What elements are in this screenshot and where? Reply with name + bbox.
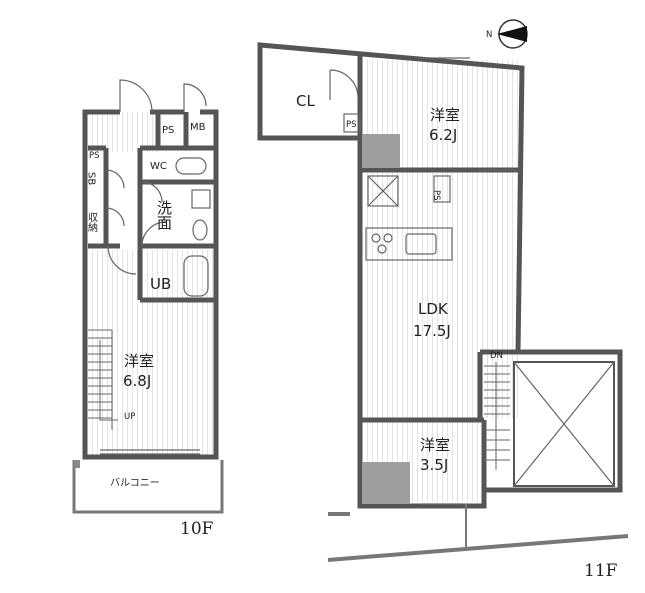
balcony-label: バルコニー bbox=[110, 477, 160, 489]
balcony-drain bbox=[74, 460, 80, 468]
western-room-10f-size: 6.8J bbox=[123, 372, 151, 390]
balcony-outline bbox=[72, 460, 224, 514]
western-room-a-name: 洋室 bbox=[430, 106, 460, 124]
closet-door-11f bbox=[329, 69, 359, 100]
storage-label: 収納 bbox=[86, 212, 98, 233]
western-room-10f-floor bbox=[88, 250, 214, 455]
floor-11f: CL PS 洋室 6.2J PS LDK 17.5J 洋室 3.5J DN 11… bbox=[257, 42, 629, 581]
ps-box-11f bbox=[433, 175, 451, 203]
pipe-shaft-block bbox=[362, 134, 400, 168]
ps-small-label-10f: PS bbox=[89, 151, 100, 161]
sb-label: SB bbox=[86, 172, 97, 185]
window-10f bbox=[100, 449, 200, 455]
room-door-10f bbox=[107, 245, 137, 275]
stove-burner-1 bbox=[371, 233, 381, 243]
inner-wall-wet bbox=[88, 145, 214, 249]
washroom-door bbox=[141, 221, 167, 247]
entrance-floor bbox=[88, 112, 160, 152]
washroom-label: 洗面 bbox=[155, 200, 173, 230]
wc-label: WC bbox=[150, 161, 167, 172]
street-edge bbox=[327, 534, 629, 562]
washbasin-fixture bbox=[191, 189, 211, 209]
ps-mb-wall bbox=[155, 112, 189, 148]
compass-north-label: N bbox=[486, 30, 492, 40]
bathtub-fixture bbox=[183, 255, 209, 297]
mb-label: MB bbox=[190, 122, 206, 133]
void-cross bbox=[513, 361, 615, 487]
entry-door-right bbox=[183, 83, 207, 112]
floor-label-11f: 11F bbox=[584, 561, 618, 581]
vent-cross bbox=[367, 175, 399, 207]
closet-label: CL bbox=[296, 92, 315, 110]
ps-label-10f: PS bbox=[162, 125, 174, 136]
wc-door bbox=[141, 181, 163, 203]
stove-burner-3 bbox=[377, 244, 387, 254]
vent-box bbox=[367, 175, 399, 207]
toilet-fixture bbox=[175, 157, 207, 175]
void-area bbox=[513, 361, 615, 487]
kitchen-sink bbox=[405, 233, 437, 255]
western-room-10f-name: 洋室 bbox=[124, 352, 154, 370]
ldk-floor bbox=[366, 172, 518, 418]
column-block bbox=[362, 462, 410, 504]
dn-label: DN bbox=[490, 351, 503, 361]
floor-label-10f: 10F bbox=[180, 519, 214, 539]
western-room-b-name: 洋室 bbox=[420, 436, 450, 454]
ps-label-11f: PS bbox=[431, 190, 441, 201]
compass: N bbox=[486, 19, 528, 49]
ldk-size: 17.5J bbox=[413, 322, 451, 340]
ps-box-11f-small bbox=[343, 113, 361, 133]
outer-wall-10f bbox=[82, 109, 219, 460]
stairs-up-10f bbox=[88, 329, 118, 430]
closet-wall bbox=[88, 145, 109, 246]
ps-small-label-11f: PS bbox=[346, 120, 357, 130]
north-arrow-icon bbox=[497, 26, 527, 42]
up-label: UP bbox=[124, 412, 135, 422]
kitchen-counter bbox=[365, 227, 453, 261]
stair-wall bbox=[477, 349, 518, 420]
closet-door bbox=[105, 169, 125, 227]
inner-wall-room-b bbox=[360, 417, 487, 490]
washbasin-bowl bbox=[192, 219, 208, 241]
entry-door-left bbox=[119, 79, 153, 113]
floor-10f: 洋室 6.8J バルコニー WC 洗面 UB PS MB PS SB 収納 UP… bbox=[72, 79, 224, 539]
stove-burner-2 bbox=[383, 233, 393, 243]
ldk-name: LDK bbox=[418, 300, 449, 318]
western-room-a-size: 6.2J bbox=[429, 126, 457, 144]
ub-label: UB bbox=[150, 275, 171, 293]
western-room-b-size: 3.5J bbox=[420, 456, 448, 474]
stairs-down-11f bbox=[484, 362, 510, 470]
ub-wall bbox=[137, 246, 214, 303]
